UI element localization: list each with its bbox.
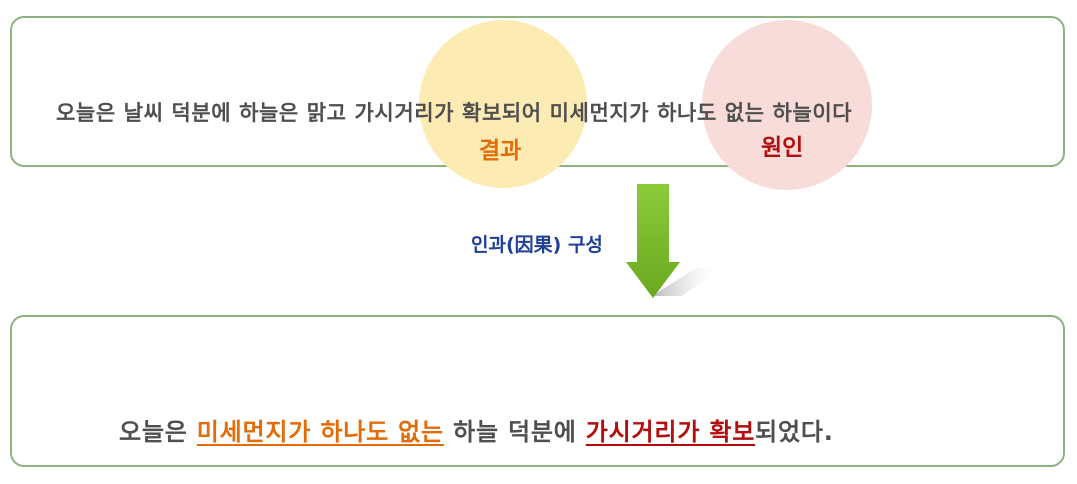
rewritten-sentence: 오늘은 미세먼지가 하나도 없는 하늘 덕분에 가시거리가 확보되었다. bbox=[119, 412, 834, 447]
cause-label: 원인 bbox=[761, 135, 804, 161]
original-sentence: 오늘은 날씨 덕분에 하늘은 맑고 가시거리가 확보되어 미세먼지가 하나도 없… bbox=[56, 101, 853, 125]
relation-label: 인과(因果) 구성 bbox=[471, 234, 603, 256]
cause-phrase: 미세먼지가 하나도 없는 bbox=[196, 418, 444, 446]
cause-highlight-circle bbox=[702, 20, 872, 190]
sentence-part: 하늘 덕분에 bbox=[443, 418, 586, 446]
down-arrow-icon bbox=[626, 184, 722, 298]
result-label: 결과 bbox=[479, 138, 522, 164]
sentence-part: 되었다. bbox=[755, 418, 834, 446]
result-phrase: 가시거리가 확보 bbox=[585, 418, 756, 446]
bottom-sentence-box bbox=[10, 315, 1065, 467]
result-highlight-circle bbox=[419, 20, 587, 188]
sentence-part: 오늘은 bbox=[119, 418, 197, 446]
